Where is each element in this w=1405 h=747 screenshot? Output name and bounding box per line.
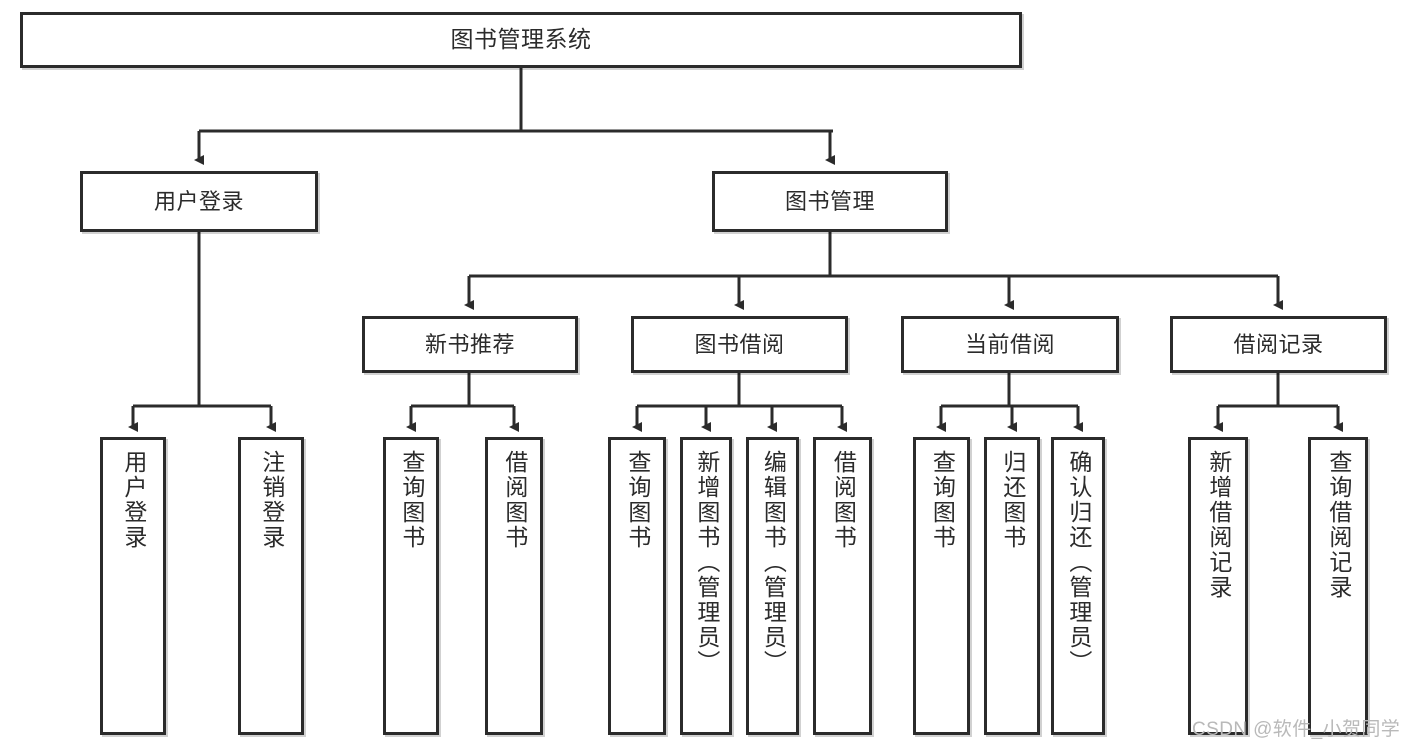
leaf-node[interactable]: 借阅图书 [485, 437, 543, 735]
leaf-node-label: 借阅图书 [501, 450, 528, 550]
leaf-node[interactable]: 查询借阅记录 [1308, 437, 1368, 735]
node-root-label: 图书管理系统 [450, 26, 592, 53]
node-root[interactable]: 图书管理系统 [20, 12, 1022, 68]
leaf-node-label: 用户登录 [120, 450, 147, 550]
leaf-node-label: 新增图书（管理员） [693, 450, 720, 675]
node-user-login[interactable]: 用户登录 [80, 171, 318, 232]
leaf-node[interactable]: 借阅图书 [813, 437, 872, 735]
leaf-node[interactable]: 注销登录 [238, 437, 304, 735]
leaf-node-label: 查询图书 [929, 450, 956, 550]
node-book-management[interactable]: 图书管理 [712, 171, 948, 232]
leaf-node[interactable]: 用户登录 [100, 437, 166, 735]
leaf-node-label: 归还图书 [999, 450, 1026, 550]
leaf-node-label: 编辑图书（管理员） [760, 450, 787, 675]
node-new-book-recommend[interactable]: 新书推荐 [362, 316, 578, 373]
leaf-node[interactable]: 查询图书 [913, 437, 970, 735]
leaf-node-label: 确认归还（管理员） [1065, 450, 1092, 675]
node-book-borrow[interactable]: 图书借阅 [631, 316, 848, 373]
leaf-node-label: 查询借阅记录 [1325, 450, 1352, 600]
node-user-login-label: 用户登录 [153, 188, 244, 214]
leaf-node-label: 查询图书 [624, 450, 651, 550]
csdn-watermark: CSDN @软件_小贺同学 [1192, 719, 1401, 740]
node-borrow-records[interactable]: 借阅记录 [1170, 316, 1387, 373]
node-book-management-label: 图书管理 [784, 188, 875, 214]
leaf-node-label: 注销登录 [258, 450, 285, 550]
node-current-borrow[interactable]: 当前借阅 [901, 316, 1119, 373]
node-book-borrow-label: 图书借阅 [694, 331, 785, 357]
leaf-node[interactable]: 查询图书 [383, 437, 439, 735]
leaf-node[interactable]: 归还图书 [984, 437, 1040, 735]
leaf-node[interactable]: 新增借阅记录 [1188, 437, 1248, 735]
leaf-node-label: 借阅图书 [830, 450, 857, 550]
leaf-node-label: 查询图书 [398, 450, 425, 550]
leaf-node[interactable]: 编辑图书（管理员） [746, 437, 799, 735]
leaf-node[interactable]: 确认归还（管理员） [1051, 437, 1105, 735]
leaf-node[interactable]: 新增图书（管理员） [680, 437, 732, 735]
leaf-node[interactable]: 查询图书 [608, 437, 666, 735]
node-new-book-recommend-label: 新书推荐 [424, 331, 515, 357]
node-current-borrow-label: 当前借阅 [964, 331, 1055, 357]
node-borrow-records-label: 借阅记录 [1233, 331, 1324, 357]
leaf-node-label: 新增借阅记录 [1205, 450, 1232, 600]
